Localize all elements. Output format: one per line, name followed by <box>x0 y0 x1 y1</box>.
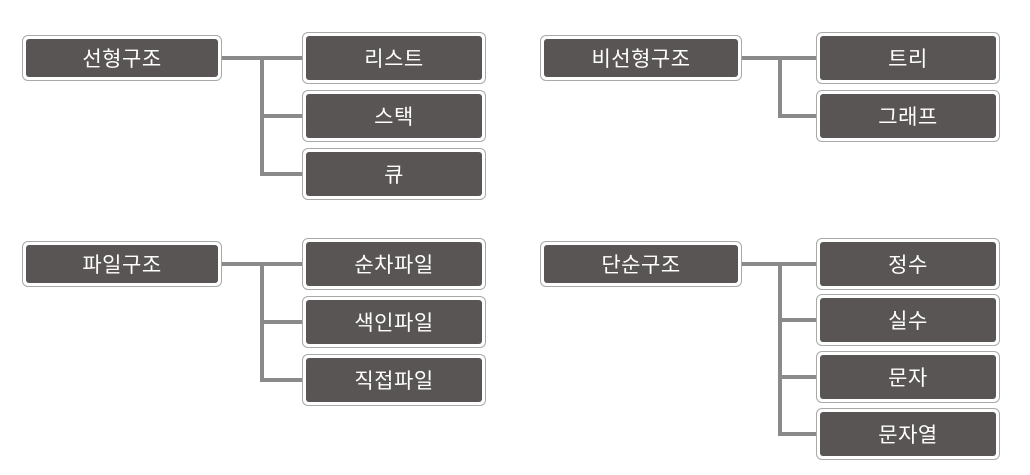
root-label-linear-structure: 선형구조 <box>26 39 218 77</box>
child-label-string: 문자열 <box>820 412 996 456</box>
child-node-queue: 큐 <box>302 148 486 200</box>
child-label-stack: 스택 <box>306 94 482 138</box>
child-label-graph: 그래프 <box>820 94 996 138</box>
child-node-direct-file: 직접파일 <box>302 354 486 406</box>
root-node-simple-structure: 단순구조 <box>540 241 742 287</box>
connector-nonlinear <box>740 56 824 118</box>
child-node-list: 리스트 <box>302 32 486 84</box>
child-node-integer: 정수 <box>816 238 1000 290</box>
root-node-nonlinear-structure: 비선형구조 <box>540 35 742 81</box>
connector-simple <box>740 262 824 436</box>
child-label-real: 실수 <box>820 298 996 342</box>
root-label-simple-structure: 단순구조 <box>544 245 738 283</box>
child-node-sequential-file: 순차파일 <box>302 238 486 290</box>
root-node-file-structure: 파일구조 <box>22 241 222 287</box>
child-label-direct-file: 직접파일 <box>306 358 482 402</box>
child-label-tree: 트리 <box>820 36 996 80</box>
connector-linear <box>220 56 310 176</box>
child-node-character: 문자 <box>816 351 1000 403</box>
child-node-stack: 스택 <box>302 90 486 142</box>
child-label-integer: 정수 <box>820 242 996 286</box>
child-node-graph: 그래프 <box>816 90 1000 142</box>
child-node-tree: 트리 <box>816 32 1000 84</box>
child-label-character: 문자 <box>820 355 996 399</box>
child-node-real: 실수 <box>816 294 1000 346</box>
child-label-indexed-file: 색인파일 <box>306 300 482 344</box>
root-label-file-structure: 파일구조 <box>26 245 218 283</box>
child-node-string: 문자열 <box>816 408 1000 460</box>
child-label-sequential-file: 순차파일 <box>306 242 482 286</box>
root-node-linear-structure: 선형구조 <box>22 35 222 81</box>
child-label-list: 리스트 <box>306 36 482 80</box>
child-node-indexed-file: 색인파일 <box>302 296 486 348</box>
root-label-nonlinear-structure: 비선형구조 <box>544 39 738 77</box>
child-label-queue: 큐 <box>306 152 482 196</box>
connector-file <box>220 262 310 382</box>
